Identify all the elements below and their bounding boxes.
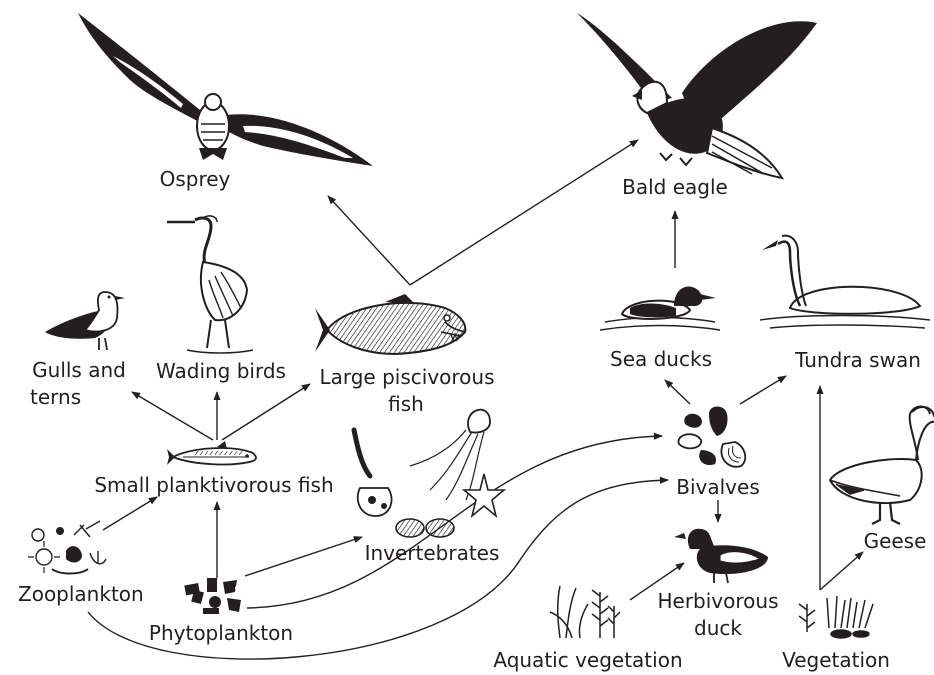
sea-duck-illustration <box>600 287 720 330</box>
label-osprey: Osprey <box>150 168 240 190</box>
aquatic-vegetation-illustration <box>550 586 620 638</box>
zooplankton-illustration <box>28 521 106 574</box>
label-gulls-terns-line2: terns <box>30 386 110 408</box>
bivalves-illustration <box>678 407 745 467</box>
arrow-small-fish-to-large-fish <box>222 384 310 440</box>
label-bald-eagle: Bald eagle <box>615 176 735 198</box>
invertebrates-illustration <box>354 410 504 537</box>
label-vegetation: Vegetation <box>776 649 896 671</box>
label-invertebrates: Invertebrates <box>362 542 502 564</box>
label-herbivorous-duck-line1: Herbivorous <box>648 590 788 612</box>
bald-eagle-illustration <box>577 13 817 178</box>
label-large-fish-line1: Large piscivorous <box>312 366 502 388</box>
gull-illustration <box>45 292 125 350</box>
label-phytoplankton: Phytoplankton <box>146 622 296 644</box>
arrow-bivalves-to-sea-ducks <box>665 380 690 404</box>
phytoplankton-illustration <box>184 578 241 614</box>
arrow-fish-to-bald-eagle <box>410 140 638 285</box>
small-fish-illustration <box>167 441 256 465</box>
label-geese: Geese <box>855 530 934 552</box>
arrow-phytoplankton-to-invertebrates <box>245 537 362 576</box>
label-aquatic-vegetation: Aquatic vegetation <box>488 649 688 671</box>
label-herbivorous-duck-line2: duck <box>678 617 758 639</box>
tundra-swan-illustration <box>760 236 930 328</box>
label-small-planktivorous-fish: Small planktivorous fish <box>84 474 344 496</box>
osprey-illustration <box>78 13 373 166</box>
arrow-bivalves-to-tundra-swan <box>740 376 786 404</box>
large-fish-illustration <box>315 294 465 354</box>
vegetation-illustration <box>799 596 873 638</box>
herbivorous-duck-illustration <box>674 529 768 583</box>
heron-illustration <box>167 216 253 353</box>
arrow-fish-to-osprey <box>328 196 410 285</box>
label-zooplankton: Zooplankton <box>18 583 158 605</box>
label-sea-ducks: Sea ducks <box>596 348 726 370</box>
label-gulls-terns-line1: Gulls and <box>14 359 144 381</box>
arrow-vegetation-to-geese <box>820 552 863 590</box>
arrow-small-fish-to-gulls <box>132 392 213 440</box>
label-wading-birds: Wading birds <box>146 360 296 382</box>
goose-illustration <box>830 407 934 525</box>
arrow-phytoplankton-to-bivalves <box>247 436 662 608</box>
label-bivalves: Bivalves <box>668 476 768 498</box>
label-tundra-swan: Tundra swan <box>788 349 928 371</box>
label-large-fish-line2: fish <box>366 393 446 415</box>
arrow-zooplankton-to-small-fish <box>103 497 157 530</box>
